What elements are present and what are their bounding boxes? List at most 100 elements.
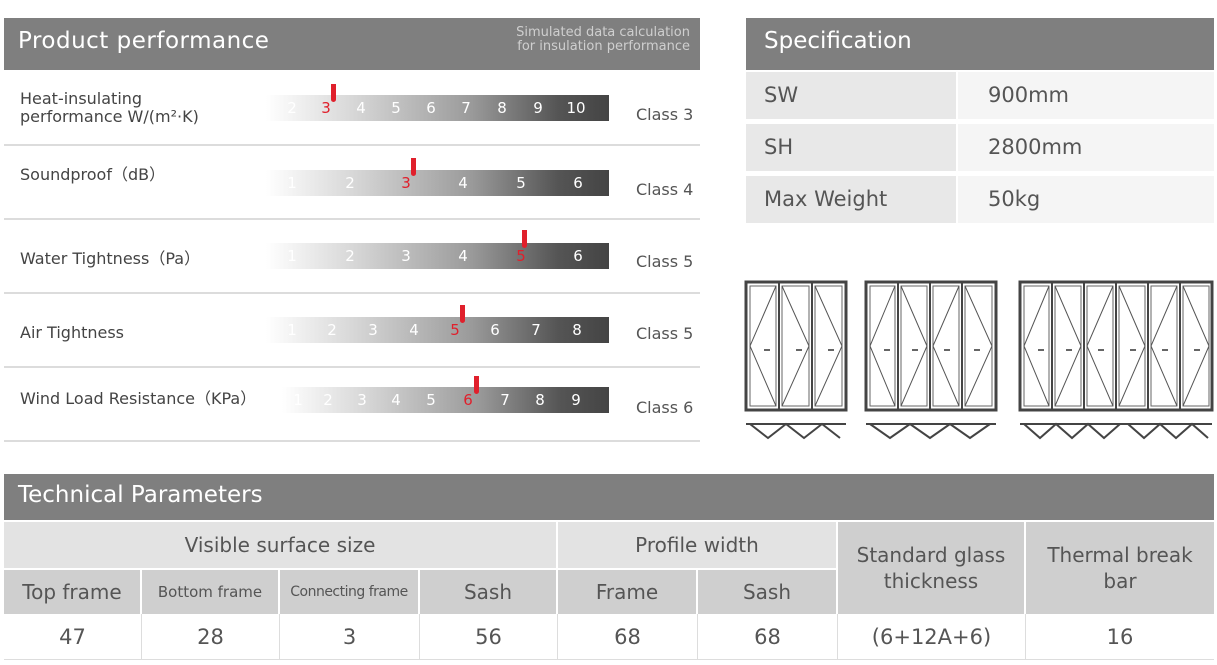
spec-key: Max Weight xyxy=(764,187,888,211)
bar-tick: 2 xyxy=(287,99,297,117)
door-4-panel-diagram xyxy=(864,280,998,440)
bar-tick-selected: 3 xyxy=(401,174,411,192)
header-standard-glass-thickness: Standard glass thickness xyxy=(838,522,1024,614)
bar-tick: 4 xyxy=(391,391,401,409)
bar-tick: 4 xyxy=(356,99,366,117)
bar-tick: 4 xyxy=(458,174,468,192)
header-profile-width: Profile width xyxy=(558,522,836,568)
glass-line2: thickness xyxy=(883,569,979,593)
performance-row-air: Air Tightness 1 2 3 4 5 6 7 8 Class 5 xyxy=(4,294,700,368)
performance-row-water: Water Tightness（Pa） 1 2 3 4 5 6 Class 5 xyxy=(4,220,700,294)
bar-tick: 7 xyxy=(531,321,541,339)
subheader-connecting-frame: Connecting frame xyxy=(280,570,418,614)
door-3-panel-diagram xyxy=(744,280,848,440)
bar-tick: 6 xyxy=(573,247,583,265)
bar-tick: 1 xyxy=(287,321,297,339)
bar-tick: 1 xyxy=(293,391,303,409)
spec-value-cell: 2800mm xyxy=(958,124,1214,171)
class-label-soundproof: Class 4 xyxy=(636,180,694,199)
bar-tick: 8 xyxy=(497,99,507,117)
subheader-top-frame: Top frame xyxy=(4,570,140,614)
specification-title: Specification xyxy=(764,28,912,54)
bar-tick: 2 xyxy=(345,247,355,265)
bar-tick-selected: 5 xyxy=(450,321,460,339)
rating-bar-heat: 2 3 4 5 6 7 8 9 10 xyxy=(266,95,609,121)
spec-value-cell: 50kg xyxy=(958,176,1214,223)
bar-tick: 2 xyxy=(327,321,337,339)
performance-note-line1: Simulated data calculation xyxy=(516,25,690,40)
bar-tick: 5 xyxy=(426,391,436,409)
rating-marker-wind xyxy=(474,376,479,394)
bar-tick: 6 xyxy=(426,99,436,117)
value-sash-profile: 68 xyxy=(698,614,838,660)
subheader-sash-profile: Sash xyxy=(698,570,836,614)
bar-tick: 8 xyxy=(535,391,545,409)
bar-tick: 4 xyxy=(409,321,419,339)
performance-header: Product performance Simulated data calcu… xyxy=(4,18,700,70)
technical-header: Technical Parameters xyxy=(4,474,1214,520)
spec-key: SW xyxy=(764,83,799,107)
bar-tick: 2 xyxy=(345,174,355,192)
spec-key-cell: SW xyxy=(746,72,956,119)
bar-tick: 6 xyxy=(490,321,500,339)
spec-value: 50kg xyxy=(988,187,1041,211)
bar-tick: 3 xyxy=(357,391,367,409)
spec-key-cell: SH xyxy=(746,124,956,171)
spec-key-cell: Max Weight xyxy=(746,176,956,223)
rating-bar-air: 1 2 3 4 5 6 7 8 xyxy=(266,317,609,343)
performance-row-soundproof: Soundproof（dB） 1 2 3 4 5 6 Class 4 xyxy=(4,146,700,220)
perf-label-air: Air Tightness xyxy=(20,323,125,342)
bar-tick-selected: 6 xyxy=(463,391,473,409)
subheader-frame: Frame xyxy=(558,570,696,614)
bar-tick-selected: 5 xyxy=(516,247,526,265)
rating-bar-wind: 1 2 3 4 5 6 7 8 9 xyxy=(282,387,609,413)
perf-label-line: performance W/(m²·K) xyxy=(20,107,199,126)
bar-tick: 7 xyxy=(500,391,510,409)
bar-tick: 3 xyxy=(368,321,378,339)
class-label-wind: Class 6 xyxy=(636,398,694,417)
rating-marker-air xyxy=(460,305,465,323)
rating-bar-soundproof: 1 2 3 4 5 6 xyxy=(266,170,609,196)
perf-label-line: Heat-insulating xyxy=(20,89,143,108)
spec-row: SW 900mm xyxy=(746,72,1214,121)
bar-tick: 9 xyxy=(533,99,543,117)
value-top-frame: 47 xyxy=(4,614,142,660)
bar-tick: 6 xyxy=(573,174,583,192)
rating-marker-water xyxy=(522,230,527,248)
bar-tick: 10 xyxy=(566,99,586,117)
spec-value-cell: 900mm xyxy=(958,72,1214,119)
technical-title: Technical Parameters xyxy=(18,482,263,508)
subheader-sash: Sash xyxy=(420,570,556,614)
spec-value: 900mm xyxy=(988,83,1069,107)
class-label-air: Class 5 xyxy=(636,324,694,343)
subheader-bottom-frame: Bottom frame xyxy=(142,570,278,614)
rating-marker-heat xyxy=(331,84,336,102)
value-sash: 56 xyxy=(420,614,558,660)
performance-note-line2: for insulation performance xyxy=(517,39,690,54)
perf-label-soundproof: Soundproof（dB） xyxy=(20,165,166,184)
value-frame: 68 xyxy=(558,614,698,660)
spec-row: SH 2800mm xyxy=(746,124,1214,173)
header-visible-surface-size: Visible surface size xyxy=(4,522,556,568)
class-label-water: Class 5 xyxy=(636,252,694,271)
bar-tick: 8 xyxy=(572,321,582,339)
rating-bar-water: 1 2 3 4 5 6 xyxy=(266,243,609,269)
performance-note: Simulated data calculation for insulatio… xyxy=(516,26,690,54)
class-label-heat: Class 3 xyxy=(636,105,694,124)
bar-tick: 4 xyxy=(458,247,468,265)
perf-label-water: Water Tightness（Pa） xyxy=(20,249,201,268)
bar-tick: 1 xyxy=(287,247,297,265)
performance-row-wind: Wind Load Resistance（KPa） 1 2 3 4 5 6 7 … xyxy=(4,368,700,442)
perf-label-wind: Wind Load Resistance（KPa） xyxy=(20,389,257,408)
bar-tick: 2 xyxy=(323,391,333,409)
bar-tick: 5 xyxy=(516,174,526,192)
performance-title: Product performance xyxy=(18,28,270,54)
bar-tick: 7 xyxy=(461,99,471,117)
bar-tick: 1 xyxy=(287,174,297,192)
perf-label-heat: Heat-insulating performance W/(m²·K) xyxy=(20,90,199,126)
bar-tick: 3 xyxy=(401,247,411,265)
bar-tick-selected: 3 xyxy=(321,99,331,117)
spec-key: SH xyxy=(764,135,794,159)
header-thermal-break-bar: Thermal break bar xyxy=(1026,522,1214,614)
specification-header: Specification xyxy=(746,18,1214,70)
